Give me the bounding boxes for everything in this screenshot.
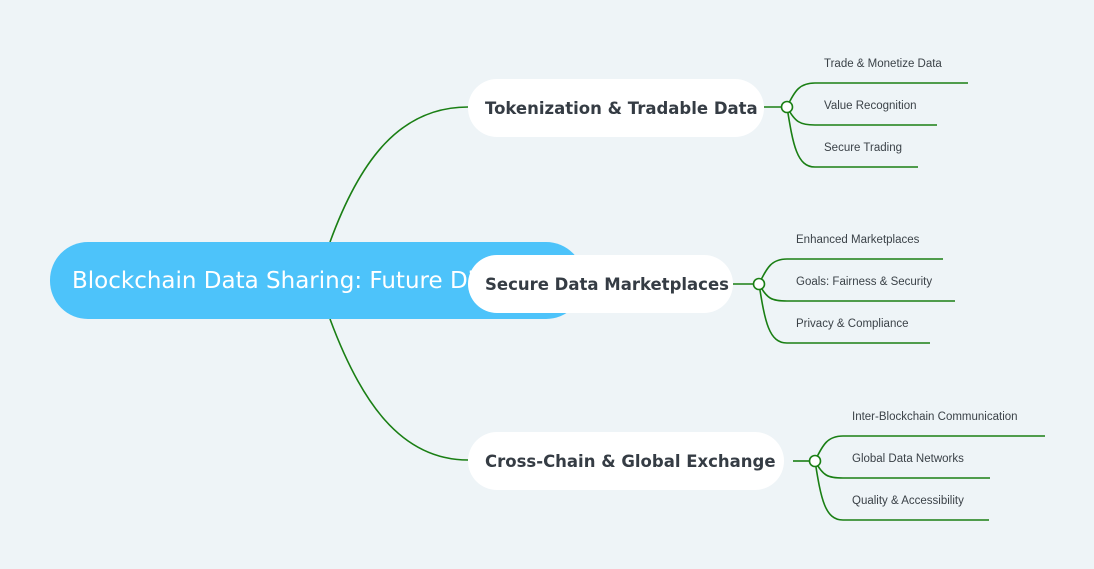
branch-2-leaf-3-connector bbox=[758, 283, 930, 344]
subtopic-quality-accessibility[interactable]: Quality & Accessibility bbox=[852, 495, 964, 507]
subtopic-secure-trading[interactable]: Secure Trading bbox=[824, 142, 902, 154]
subtopic-enhanced-marketplaces[interactable]: Enhanced Marketplaces bbox=[796, 234, 920, 246]
root-to-branch-1-connector bbox=[329, 106, 469, 243]
branch-topic-label: Cross-Chain & Global Exchange bbox=[485, 451, 776, 471]
subtopic-goals-fairness-security[interactable]: Goals: Fairness & Security bbox=[796, 276, 933, 288]
subtopic-trade-monetize[interactable]: Trade & Monetize Data bbox=[824, 58, 942, 70]
branch-topic-label: Tokenization & Tradable Data bbox=[485, 98, 758, 118]
branch-1-collapse-toggle bbox=[780, 100, 794, 114]
subtopic-privacy-compliance[interactable]: Privacy & Compliance bbox=[796, 318, 909, 330]
subtopic-global-data-networks[interactable]: Global Data Networks bbox=[852, 453, 964, 465]
branch-topic-tokenization[interactable]: Tokenization & Tradable Data bbox=[468, 79, 764, 137]
branch-3-collapse-toggle bbox=[808, 454, 822, 468]
branch-1-leaf-3-connector bbox=[786, 106, 918, 168]
branch-topic-marketplaces[interactable]: Secure Data Marketplaces bbox=[468, 255, 733, 313]
branch-3-leaf-3-connector bbox=[814, 460, 989, 521]
branch-topic-label: Secure Data Marketplaces bbox=[485, 274, 729, 294]
subtopic-value-recognition[interactable]: Value Recognition bbox=[824, 100, 917, 112]
central-topic-label: Blockchain Data Sharing: Future Di bbox=[72, 267, 475, 294]
branch-topic-cross-chain[interactable]: Cross-Chain & Global Exchange bbox=[468, 432, 784, 490]
root-to-branch-3-connector bbox=[329, 318, 469, 461]
subtopic-inter-blockchain[interactable]: Inter-Blockchain Communication bbox=[852, 411, 1018, 423]
branch-2-collapse-toggle bbox=[752, 277, 766, 291]
